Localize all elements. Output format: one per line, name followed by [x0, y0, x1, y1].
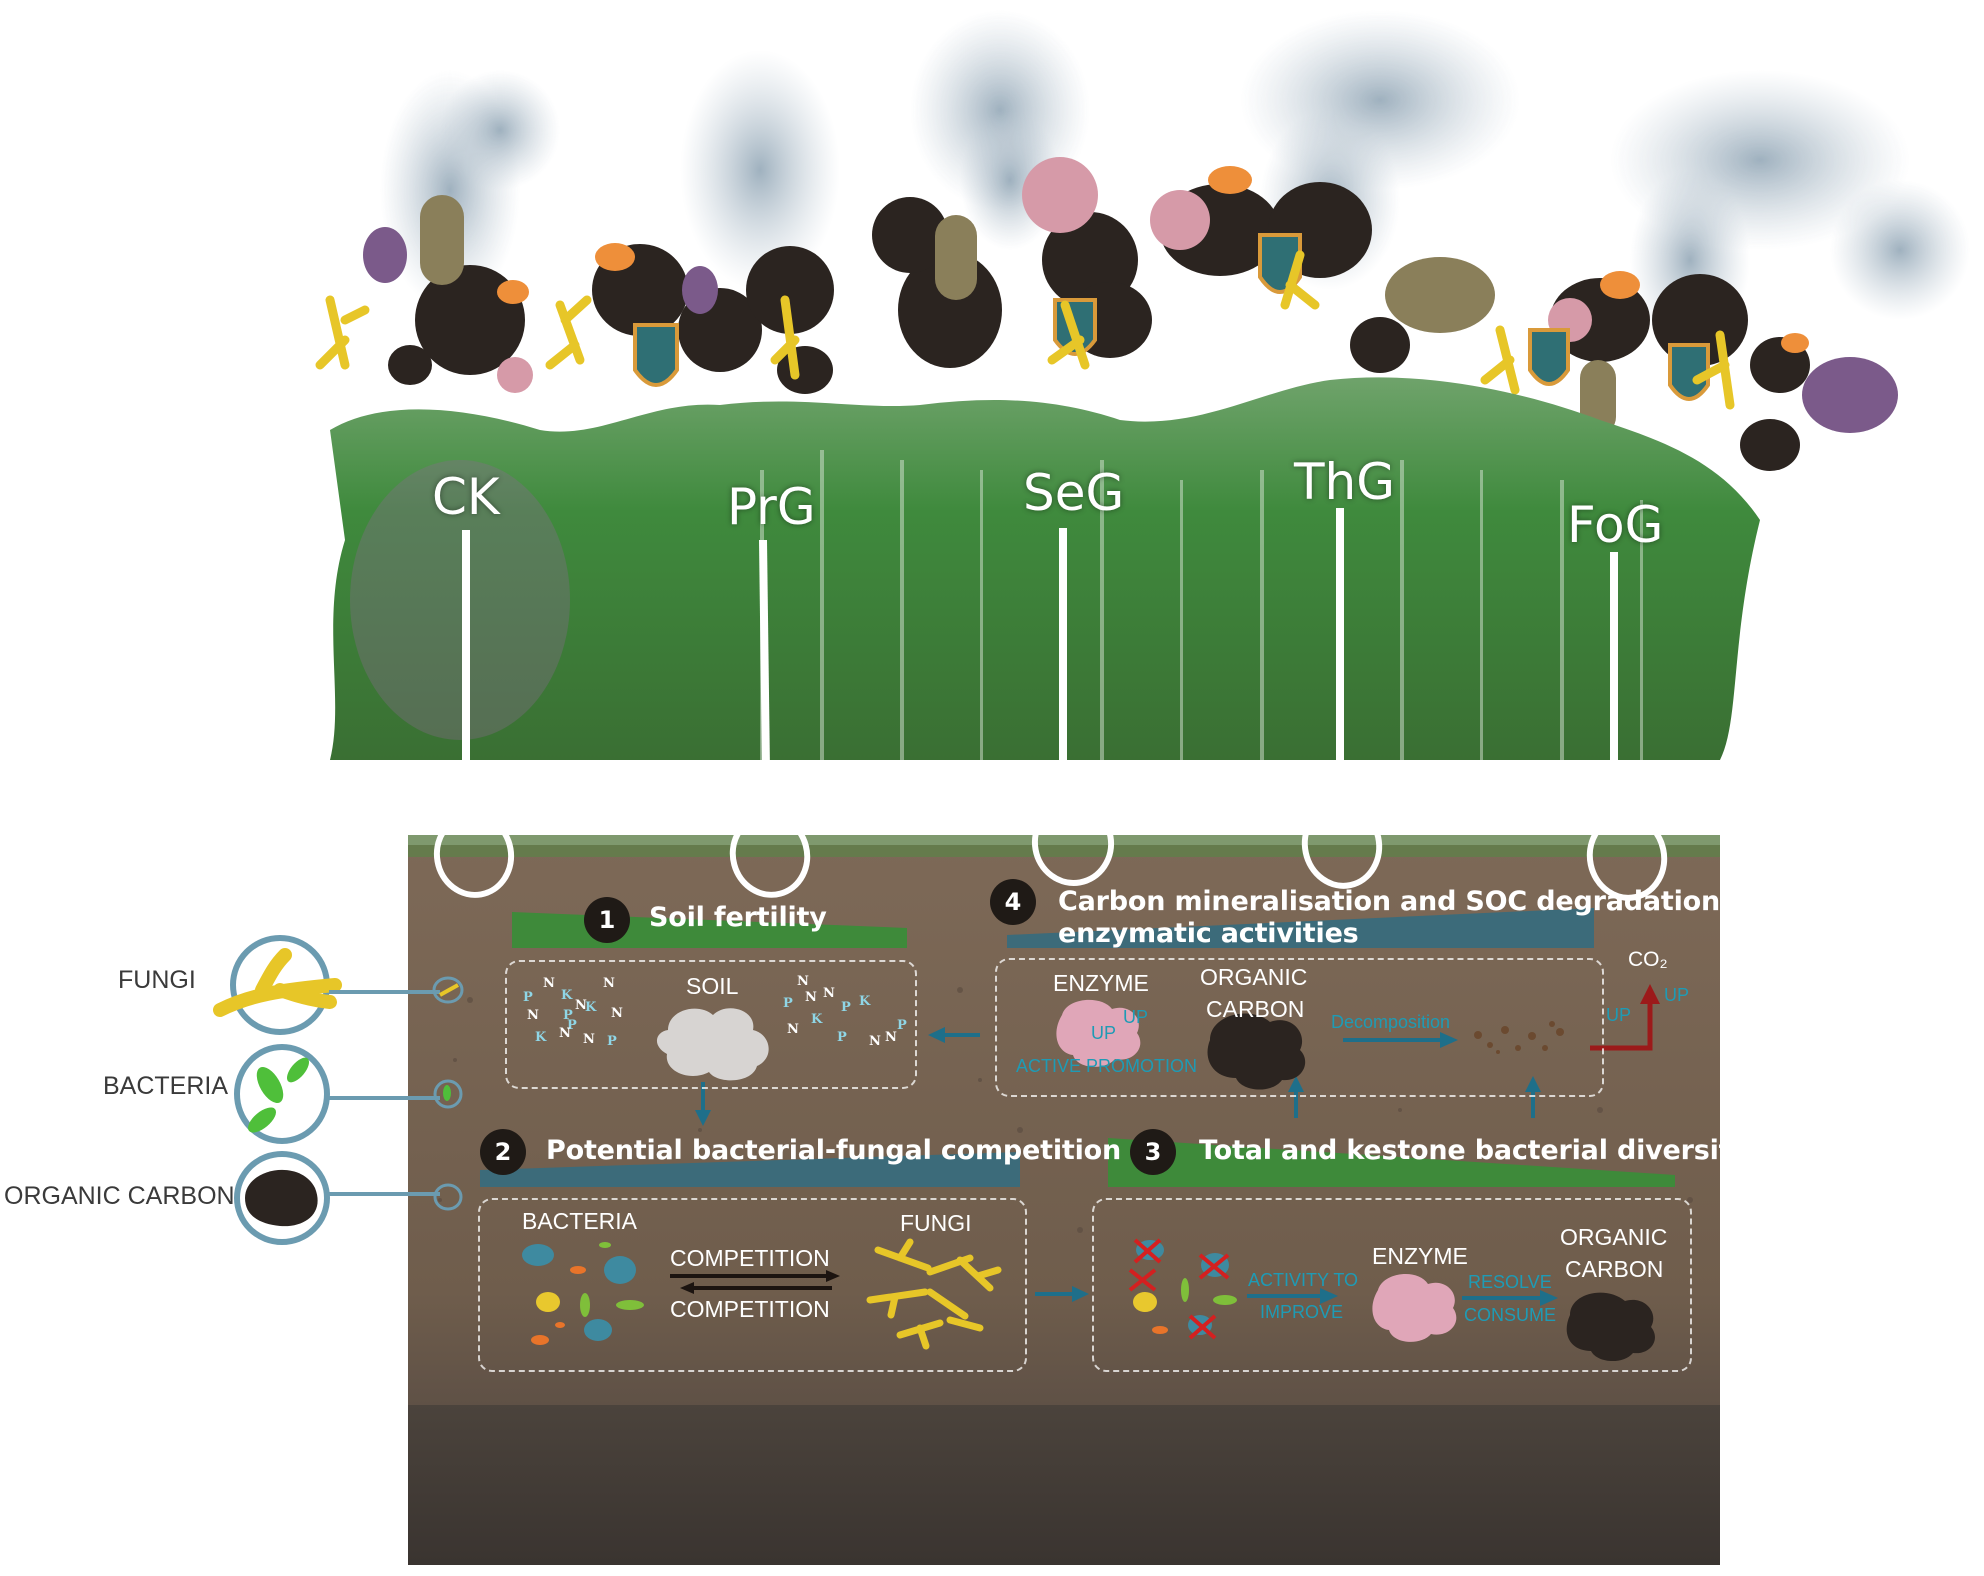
panel4-up-label-d: UP [1664, 985, 1690, 1005]
panel3-title: Total and kestone bacterial diversity [1199, 1135, 1749, 1166]
nutrient-symbol: N [611, 1006, 623, 1021]
nutrient-symbol: P [897, 1018, 907, 1033]
nutrient-symbol: K [561, 988, 573, 1003]
panel4-organic-label-line2: CARBON [1206, 996, 1305, 1022]
carbon-legend-ring [234, 1151, 330, 1245]
activity-label-bottom: IMPROVE [1260, 1302, 1344, 1322]
nutrient-symbol: N [823, 986, 835, 1001]
soil-cloud-icon [656, 1008, 769, 1081]
site-label-thg: ThG [1294, 453, 1395, 511]
soil-particles [438, 987, 1693, 1233]
panel1-number-badge: 1 [584, 897, 630, 943]
nutrient-symbol: N [805, 990, 817, 1005]
nutrient-symbol: N [543, 976, 555, 991]
panel1-soil-label: SOIL [686, 973, 739, 999]
panel2-bacteria-label: BACTERIA [522, 1208, 638, 1234]
panel4-up-label-c: UP [1606, 1005, 1632, 1025]
nutrient-symbol: P [837, 1030, 847, 1045]
legend-icons [213, 935, 464, 1245]
panel3-box [1092, 1198, 1692, 1372]
panel3-number-badge: 3 [1130, 1129, 1176, 1175]
enzyme-icon-2 [1372, 1273, 1457, 1342]
nutrient-symbol: P [783, 996, 793, 1011]
organic-carbon-legend-icon [245, 1169, 318, 1227]
site-label-ck: CK [432, 468, 500, 526]
organic-carbon-icon-2 [1566, 1292, 1655, 1362]
flowering-tree [350, 460, 570, 740]
panel4-title-line2: enzymatic activities [1058, 918, 1359, 949]
panel2-number-badge: 2 [480, 1129, 526, 1175]
site-arrows [448, 508, 1632, 812]
fungi-community-icon [866, 1238, 1002, 1350]
competition-label-bottom: COMPETITION [670, 1296, 830, 1322]
bacteria-community-icon [522, 1242, 644, 1345]
enzyme-icon [1056, 999, 1141, 1067]
nutrient-symbol: P [841, 1000, 851, 1015]
co2-release-arrow [1590, 1002, 1653, 1051]
panel4-title-line1: Carbon mineralisation and SOC degradatio… [1058, 886, 1721, 917]
resolve-label: RESOLVE [1468, 1272, 1552, 1292]
panel1-box [505, 960, 917, 1089]
nutrient-symbol: K [535, 1030, 547, 1045]
fungi-legend-icon [213, 948, 342, 1017]
panel4-active-promotion: ACTIVE PROMOTION [1016, 1056, 1198, 1076]
nutrient-symbol: P [563, 1008, 573, 1023]
site-label-seg: SeG [1023, 464, 1125, 522]
nutrient-symbol: K [859, 994, 871, 1009]
competition-label-top: COMPETITION [670, 1245, 830, 1271]
nutrient-symbol: N [583, 1032, 595, 1047]
battle-cluster [315, 157, 1898, 471]
panel2-box [478, 1198, 1027, 1372]
nutrient-symbol: N [869, 1034, 881, 1049]
panel4-decomposition-label: Decomposition [1331, 1012, 1451, 1032]
forest-canopy [330, 377, 1760, 760]
panel3-enzyme-label: ENZYME [1372, 1243, 1468, 1269]
sample-rings [433, 800, 1668, 901]
panel1-title: Soil fertility [649, 902, 827, 933]
panel4-enzyme-label: ENZYME [1053, 970, 1149, 996]
bacteria-legend-icon [256, 1066, 284, 1104]
nutrient-symbol: P [567, 1018, 577, 1033]
nutrient-symbol: N [603, 976, 615, 991]
co2-label: CO₂ [1628, 948, 1668, 971]
panel4-up-label-b: UP [1091, 1023, 1117, 1043]
bedrock-layer [408, 1405, 1720, 1565]
activity-label-top: ACTIVITY TO [1248, 1270, 1359, 1290]
nutrient-symbol: P [607, 1034, 617, 1049]
organic-carbon-icon [1207, 1013, 1306, 1090]
nutrient-symbol: N [527, 1008, 539, 1023]
legend-organic-carbon-label: ORGANIC CARBON [4, 1182, 235, 1210]
nutrient-symbol: N [559, 1026, 571, 1041]
nutrient-symbol: N [787, 1022, 799, 1037]
nutrient-symbol: K [585, 1000, 597, 1015]
panel4-organic-label-line1: ORGANIC [1200, 964, 1308, 990]
decomposed-carbon-fragments [1474, 1021, 1564, 1054]
panel4-box [995, 958, 1604, 1097]
consume-label: CONSUME [1464, 1305, 1557, 1325]
nutrient-symbol: P [523, 990, 533, 1005]
panel2-fungi-label: FUNGI [900, 1210, 972, 1236]
nutrient-symbol: N [575, 998, 587, 1013]
panel4-up-label-a: UP [1123, 1007, 1149, 1027]
nutrient-symbol: N [885, 1030, 897, 1045]
panel4-number-badge: 4 [990, 879, 1036, 925]
bacteria-legend-ring [234, 1044, 330, 1144]
site-label-prg: PrG [727, 478, 816, 536]
panel3-organic-label-line1: ORGANIC [1560, 1224, 1668, 1250]
site-label-fog: FoG [1567, 496, 1664, 554]
legend-bacteria-label: BACTERIA [103, 1072, 229, 1100]
nutrient-symbol: N [797, 974, 809, 989]
panel3-organic-label-line2: CARBON [1565, 1256, 1664, 1282]
legend-fungi-label: FUNGI [118, 966, 196, 994]
panel2-title: Potential bacterial-fungal competition [546, 1135, 1122, 1166]
reduced-bacteria-icon [1128, 1238, 1237, 1340]
nutrient-symbol: K [811, 1012, 823, 1027]
